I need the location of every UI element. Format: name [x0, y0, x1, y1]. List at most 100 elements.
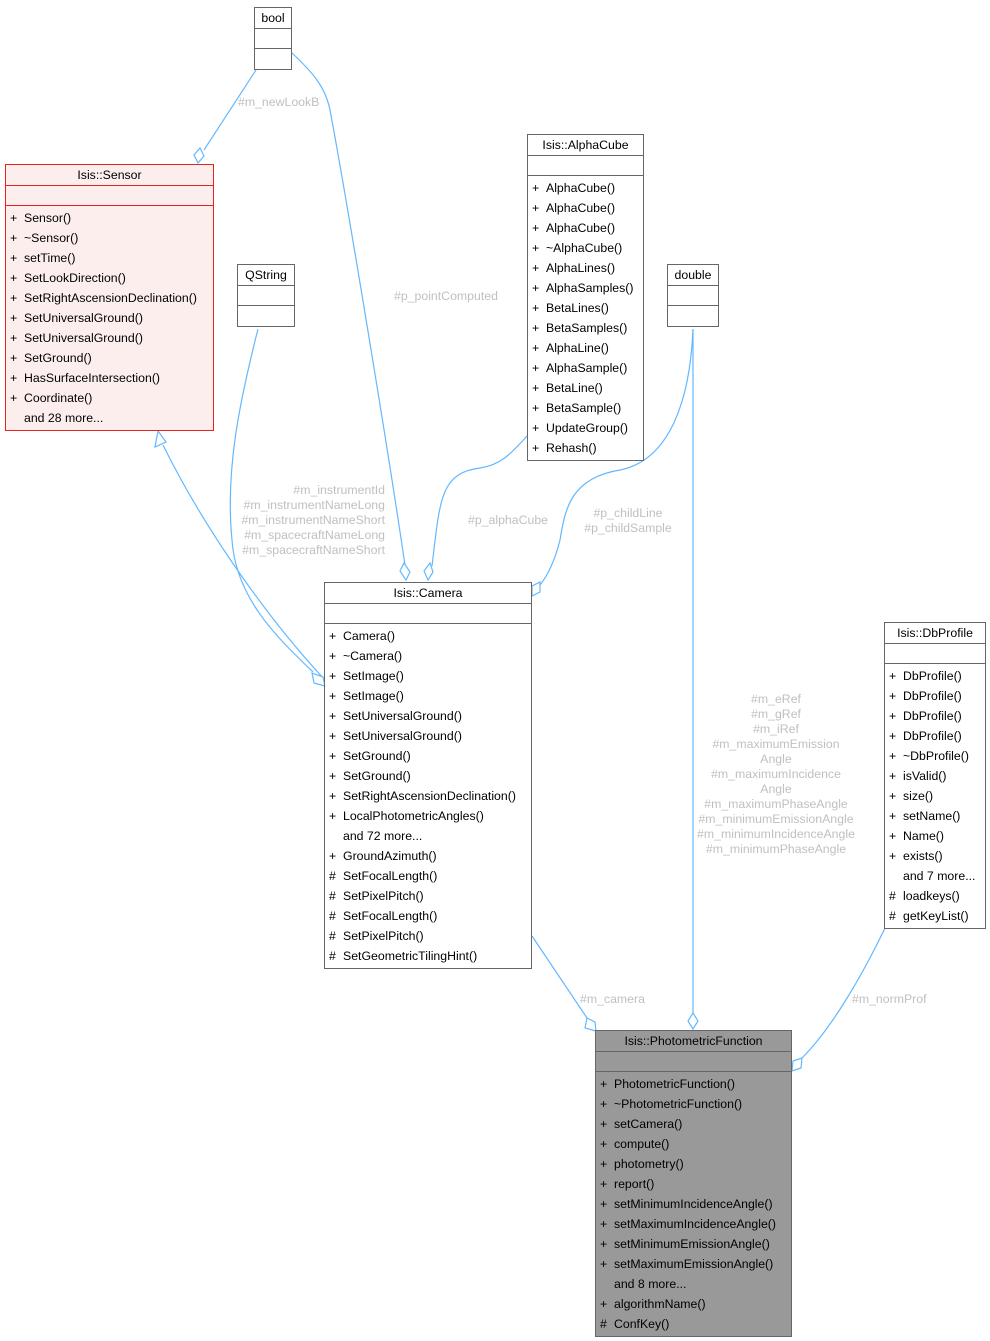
class-method[interactable]: +AlphaLine() — [528, 338, 643, 358]
edge-camera-sensor-inheritance[interactable] — [162, 444, 326, 681]
edge-qstring-camera[interactable] — [229, 328, 314, 673]
class-method[interactable]: #SetGeometricTilingHint() — [325, 946, 531, 966]
visibility-marker: + — [532, 321, 540, 335]
class-method[interactable]: +BetaSamples() — [528, 318, 643, 338]
class-method[interactable]: and 72 more... — [325, 826, 531, 846]
class-node-qstring[interactable]: QString — [237, 264, 295, 327]
class-method[interactable]: +~AlphaCube() — [528, 238, 643, 258]
class-method[interactable]: +compute() — [596, 1134, 791, 1154]
class-method[interactable]: +AlphaCube() — [528, 218, 643, 238]
method-name: Rehash() — [546, 441, 597, 455]
class-method[interactable]: +AlphaSamples() — [528, 278, 643, 298]
class-method[interactable]: +~DbProfile() — [885, 746, 985, 766]
class-method[interactable]: + Rehash() — [528, 438, 643, 458]
class-method[interactable]: +SetGround() — [325, 746, 531, 766]
class-method[interactable]: #ConfKey() — [596, 1314, 791, 1334]
method-name: SetUniversalGround() — [24, 311, 143, 325]
class-method[interactable]: +DbProfile() — [885, 666, 985, 686]
method-name: SetUniversalGround() — [343, 729, 462, 743]
visibility-marker: + — [329, 669, 337, 683]
class-method[interactable]: +SetUniversalGround() — [6, 308, 213, 328]
visibility-marker: + — [600, 1077, 608, 1091]
edge-camera-photometric[interactable] — [531, 935, 588, 1019]
class-name: Isis::DbProfile — [885, 623, 985, 644]
class-method[interactable]: +setMinimumIncidenceAngle() — [596, 1194, 791, 1214]
edge-double-camera[interactable] — [539, 328, 694, 586]
class-method[interactable]: +setMinimumEmissionAngle() — [596, 1234, 791, 1254]
class-method[interactable]: #loadkeys() — [885, 886, 985, 906]
class-method[interactable]: +SetGround() — [6, 348, 213, 368]
class-method[interactable]: +LocalPhotometricAngles() — [325, 806, 531, 826]
class-method[interactable]: +algorithmName() — [596, 1294, 791, 1314]
method-name: SetUniversalGround() — [24, 331, 143, 345]
class-method[interactable]: #SetFocalLength() — [325, 906, 531, 926]
class-method[interactable]: +AlphaLines() — [528, 258, 643, 278]
class-method[interactable]: +setTime() — [6, 248, 213, 268]
visibility-marker: + — [10, 271, 18, 285]
class-method[interactable]: +UpdateGroup() — [528, 418, 643, 438]
class-method[interactable]: +GroundAzimuth() — [325, 846, 531, 866]
class-node-sensor[interactable]: Isis::Sensor +Sensor()+~Sensor()+setTime… — [5, 164, 214, 431]
edge-bool-camera[interactable] — [290, 51, 406, 566]
edge-label-childline: #p_childLine #p_childSample — [584, 506, 672, 535]
class-method[interactable]: +exists() — [885, 846, 985, 866]
class-method[interactable]: +report() — [596, 1174, 791, 1194]
class-method[interactable]: +photometry() — [596, 1154, 791, 1174]
class-method[interactable]: +Sensor() — [6, 208, 213, 228]
edge-alphacube-camera[interactable] — [431, 435, 528, 567]
class-method[interactable]: +isValid() — [885, 766, 985, 786]
class-node-bool[interactable]: bool — [254, 7, 292, 70]
class-method[interactable]: +DbProfile() — [885, 706, 985, 726]
class-node-photometric-function[interactable]: Isis::PhotometricFunction +PhotometricFu… — [595, 1030, 792, 1337]
class-method[interactable]: +AlphaCube() — [528, 198, 643, 218]
class-method[interactable]: +setMaximumEmissionAngle() — [596, 1254, 791, 1274]
class-method[interactable]: +Name() — [885, 826, 985, 846]
class-method[interactable]: +AlphaCube() — [528, 178, 643, 198]
class-method[interactable]: +SetRightAscensionDeclination() — [6, 288, 213, 308]
visibility-marker: + — [329, 769, 337, 783]
class-name: Isis::AlphaCube — [528, 135, 643, 156]
method-name: SetGround() — [24, 351, 92, 365]
class-method[interactable]: +~Camera() — [325, 646, 531, 666]
class-method[interactable]: +BetaSample() — [528, 398, 643, 418]
edge-dbprofile-photometric[interactable] — [801, 927, 886, 1059]
class-method[interactable]: +SetRightAscensionDeclination() — [325, 786, 531, 806]
class-method[interactable]: and 28 more... — [6, 408, 213, 428]
class-method[interactable]: #getKeyList() — [885, 906, 985, 926]
class-method[interactable]: +HasSurfaceIntersection() — [6, 368, 213, 388]
class-method[interactable]: +setMaximumIncidenceAngle() — [596, 1214, 791, 1234]
class-method[interactable]: +size() — [885, 786, 985, 806]
visibility-marker: + — [532, 441, 540, 455]
class-method[interactable]: +setName() — [885, 806, 985, 826]
class-method[interactable]: +SetLookDirection() — [6, 268, 213, 288]
class-method[interactable]: +Coordinate() — [6, 388, 213, 408]
class-method[interactable]: #SetFocalLength() — [325, 866, 531, 886]
class-node-alphacube[interactable]: Isis::AlphaCube +AlphaCube()+AlphaCube()… — [527, 134, 644, 461]
class-method[interactable]: +PhotometricFunction() — [596, 1074, 791, 1094]
class-method[interactable]: #SetPixelPitch() — [325, 886, 531, 906]
class-node-double[interactable]: double — [667, 264, 719, 327]
class-node-camera[interactable]: Isis::Camera +Camera()+~Camera()+SetImag… — [324, 582, 532, 969]
edge-bool-sensor[interactable] — [203, 69, 257, 151]
class-method[interactable]: +BetaLines() — [528, 298, 643, 318]
class-method[interactable]: +SetImage() — [325, 666, 531, 686]
class-method[interactable]: #SetPixelPitch() — [325, 926, 531, 946]
class-method[interactable]: +SetGround() — [325, 766, 531, 786]
class-method[interactable]: +setCamera() — [596, 1114, 791, 1134]
class-method[interactable]: +BetaLine() — [528, 378, 643, 398]
class-methods: +PhotometricFunction()+~PhotometricFunct… — [596, 1072, 791, 1336]
class-method[interactable]: +SetUniversalGround() — [6, 328, 213, 348]
class-method[interactable]: +SetUniversalGround() — [325, 726, 531, 746]
class-method[interactable]: +~Sensor() — [6, 228, 213, 248]
class-method[interactable]: and 8 more... — [596, 1274, 791, 1294]
method-name: SetImage() — [343, 689, 404, 703]
class-method[interactable]: +DbProfile() — [885, 726, 985, 746]
class-method[interactable]: +DbProfile() — [885, 686, 985, 706]
class-node-dbprofile[interactable]: Isis::DbProfile +DbProfile()+DbProfile()… — [884, 622, 986, 929]
class-method[interactable]: +SetImage() — [325, 686, 531, 706]
class-method[interactable]: and 7 more... — [885, 866, 985, 886]
class-method[interactable]: +Camera() — [325, 626, 531, 646]
class-method[interactable]: +SetUniversalGround() — [325, 706, 531, 726]
class-method[interactable]: +~PhotometricFunction() — [596, 1094, 791, 1114]
class-method[interactable]: +AlphaSample() — [528, 358, 643, 378]
